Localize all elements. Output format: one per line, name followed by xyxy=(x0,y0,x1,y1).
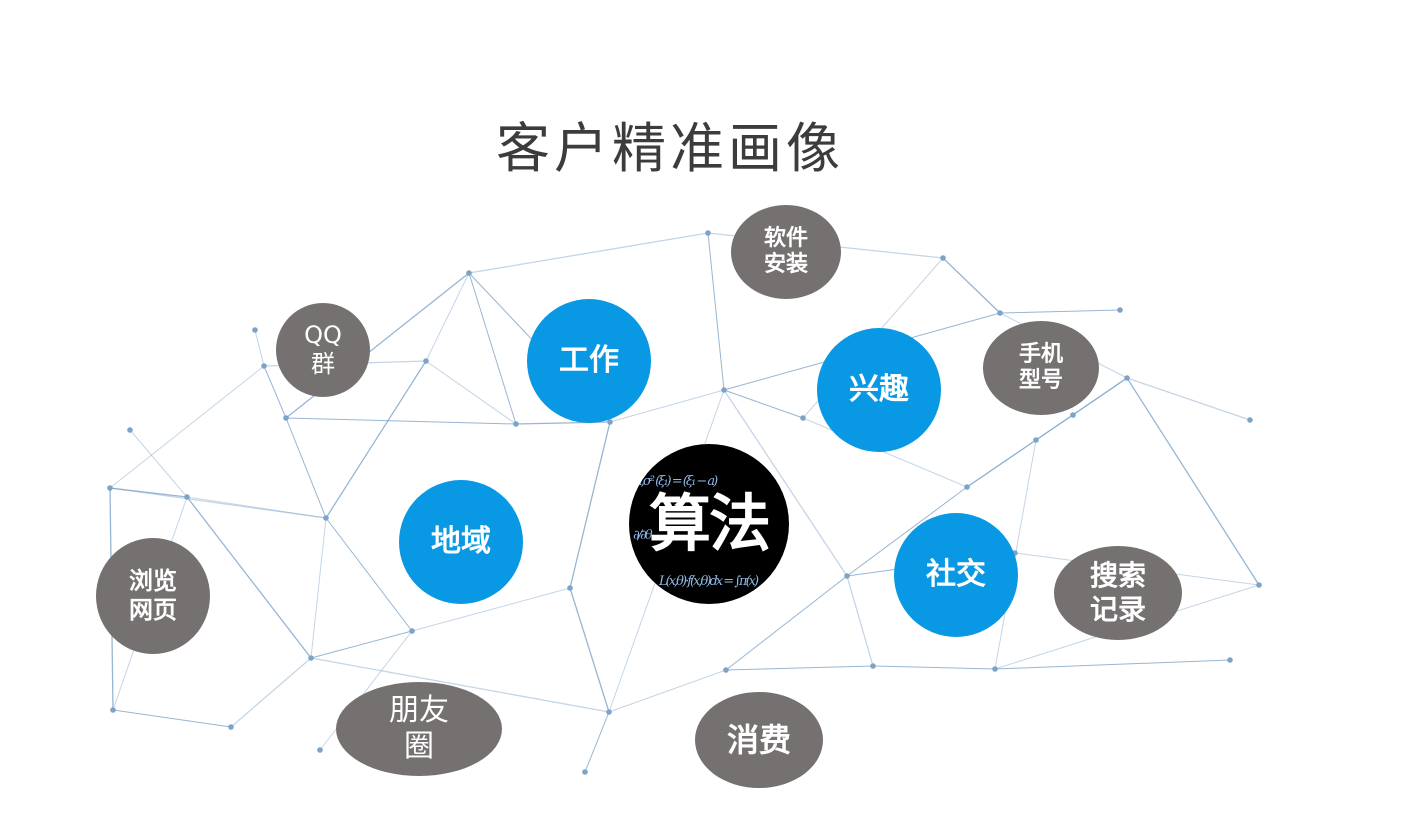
network-edge xyxy=(112,709,232,728)
network-edge xyxy=(723,389,848,577)
network-edge xyxy=(872,665,996,670)
network-vertex xyxy=(323,515,329,521)
page-title: 客户精准画像 xyxy=(496,117,844,180)
network-vertex xyxy=(940,255,946,261)
node-social: 社交 xyxy=(894,513,1018,637)
network-vertex xyxy=(423,358,429,364)
node-browse-web: 浏览网页 xyxy=(96,538,210,654)
network-edge xyxy=(263,365,287,419)
network-edge xyxy=(325,360,427,519)
node-region: 地域 xyxy=(399,480,523,604)
network-edge xyxy=(468,272,517,425)
network-vertex xyxy=(721,387,727,393)
network-vertex xyxy=(844,573,850,579)
network-vertex xyxy=(1256,582,1262,588)
network-vertex xyxy=(252,327,258,333)
network-edge xyxy=(285,417,517,425)
node-moments: 朋友圈 xyxy=(336,682,502,776)
network-edge xyxy=(425,360,517,425)
formula-3: L(x,θ)·f(x,θ)dx = ∫π(x) xyxy=(659,574,759,589)
network-edge xyxy=(569,587,610,713)
network-vertex xyxy=(1117,307,1123,313)
network-edge xyxy=(994,659,1231,670)
network-edge xyxy=(608,669,727,713)
network-edge xyxy=(723,389,804,419)
network-edge xyxy=(468,232,709,274)
network-edge xyxy=(425,272,470,362)
network-edge xyxy=(569,421,611,589)
network-edge xyxy=(725,575,848,671)
network-edge xyxy=(1126,377,1251,421)
network-vertex xyxy=(184,494,190,500)
network-edge xyxy=(325,517,413,632)
node-search-history: 搜索记录 xyxy=(1054,546,1182,640)
network-edge xyxy=(186,496,327,519)
network-vertex xyxy=(992,666,998,672)
network-vertex xyxy=(409,628,415,634)
network-vertex xyxy=(567,585,573,591)
network-edge xyxy=(609,389,725,423)
formula-1: a,σ² (ξ₁) = (ξ₁ − a) xyxy=(635,474,718,489)
network-edge xyxy=(999,309,1121,314)
network-vertex xyxy=(127,427,133,433)
network-vertex xyxy=(582,769,588,775)
network-edge xyxy=(285,417,327,519)
network-vertex xyxy=(283,415,289,421)
network-edge xyxy=(254,329,265,367)
network-vertex xyxy=(1033,437,1039,443)
network-vertex xyxy=(997,310,1003,316)
network-vertex xyxy=(466,270,472,276)
formula-2: ∂/∂θ xyxy=(633,528,653,543)
node-interest: 兴趣 xyxy=(817,328,941,452)
network-vertex xyxy=(228,724,234,730)
network-vertex xyxy=(110,707,116,713)
network-edge xyxy=(109,487,327,519)
network-vertex xyxy=(607,419,613,425)
network-edge xyxy=(310,657,610,713)
network-vertex xyxy=(1070,412,1076,418)
network-edge xyxy=(846,486,968,577)
network-edge xyxy=(584,711,610,773)
network-vertex xyxy=(308,655,314,661)
network-edge xyxy=(310,517,327,659)
network-edge xyxy=(129,429,188,498)
network-edge xyxy=(186,496,312,659)
network-edge xyxy=(725,665,874,671)
network-edge xyxy=(1126,377,1260,586)
algorithm-label: 算法 xyxy=(648,486,771,560)
network-edge xyxy=(411,587,571,632)
network-vertex xyxy=(513,421,519,427)
network-vertex xyxy=(1124,375,1130,381)
network-edge xyxy=(319,630,413,751)
network-vertex xyxy=(261,363,267,369)
network-edge xyxy=(310,630,413,659)
network-edge xyxy=(109,487,188,498)
network-vertex xyxy=(800,415,806,421)
node-phone-model: 手机型号 xyxy=(983,321,1099,415)
network-vertex xyxy=(107,485,113,491)
network-vertex xyxy=(1247,417,1253,423)
network-edge xyxy=(707,232,725,391)
network-edge xyxy=(966,377,1128,488)
network-vertex xyxy=(606,709,612,715)
network-vertex xyxy=(870,663,876,669)
node-software-install: 软件安装 xyxy=(731,205,841,299)
node-work: 工作 xyxy=(527,299,651,423)
network-edge xyxy=(846,575,874,667)
network-edge xyxy=(942,257,1001,314)
network-vertex xyxy=(705,230,711,236)
network-edge xyxy=(230,657,312,728)
network-vertex xyxy=(964,484,970,490)
node-algorithm: a,σ² (ξ₁) = (ξ₁ − a) ∂/∂θ L(x,θ)·f(x,θ)d… xyxy=(629,444,789,604)
network-vertex xyxy=(317,747,323,753)
network-vertex xyxy=(1227,657,1233,663)
network-edge xyxy=(109,365,265,489)
node-consume: 消费 xyxy=(695,692,823,788)
network-vertex xyxy=(723,667,729,673)
